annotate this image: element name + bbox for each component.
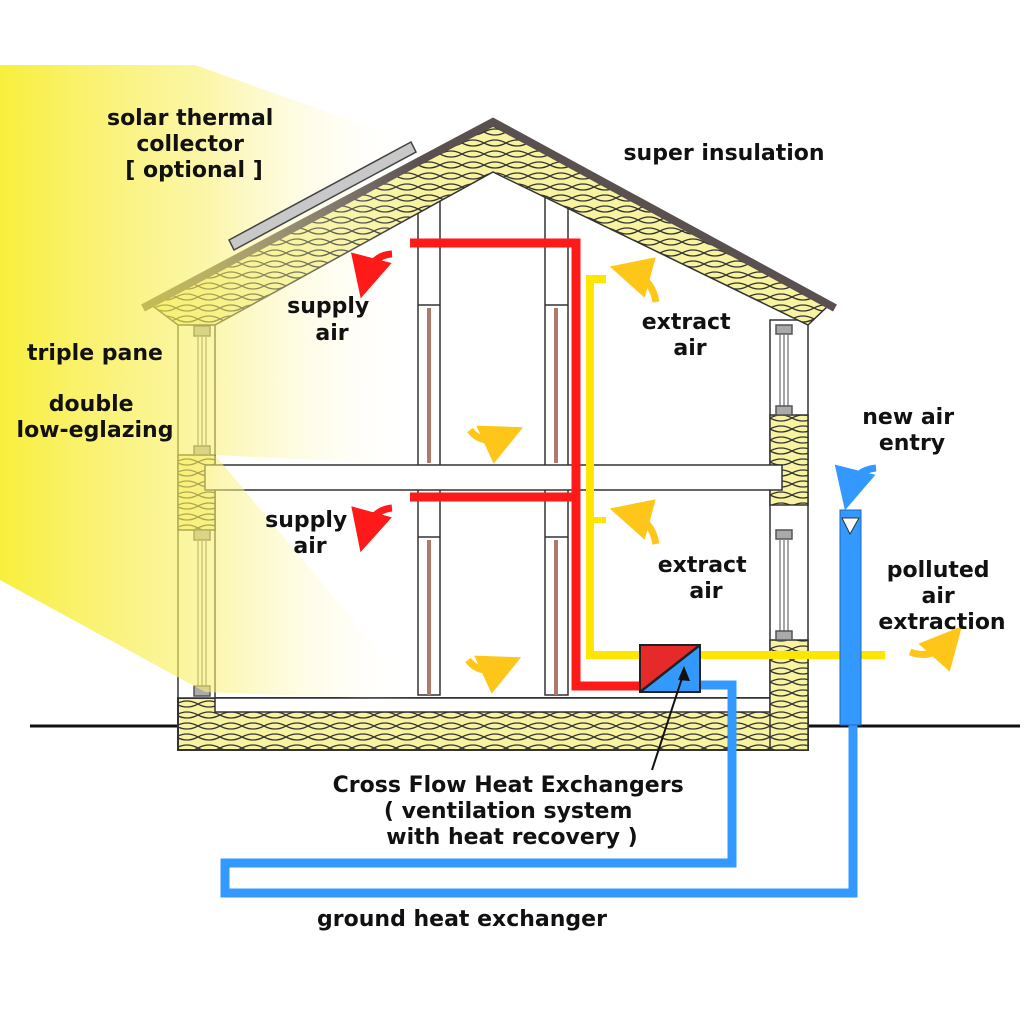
new-air-entry-label: new air entry <box>862 405 961 456</box>
extract-air-lower-label: extract air <box>658 553 755 604</box>
upper-floor-slab <box>204 464 783 491</box>
ground-heat-exchanger-label: ground heat exchanger <box>317 907 607 932</box>
super-insulation-label: super insulation <box>623 141 824 166</box>
supply-air-arrow-icon <box>351 504 393 553</box>
heat-exchanger-label: Cross Flow Heat Exchangers ( ventilation… <box>333 773 692 850</box>
cross-flow-heat-exchanger <box>639 644 701 693</box>
exhaust-arrow-icon <box>908 626 962 672</box>
triple-pane-label: triple pane <box>27 341 163 366</box>
supply-air-lower-label: supply air <box>265 508 355 559</box>
double-glazing-label: double low-eglazing <box>17 392 174 443</box>
intake-cap-icon <box>841 517 860 536</box>
supply-air-arrow-icon <box>350 250 393 299</box>
supply-air-upper-label: supply air <box>287 294 377 346</box>
ground-heat-exchanger-pipe <box>220 680 858 898</box>
exchanger-pointer-head <box>678 666 690 681</box>
solar-collector-label: solar thermal collector [ optional ] <box>107 106 281 183</box>
solar-thermal-collector <box>228 140 417 252</box>
fresh-air-intake-column <box>839 509 862 726</box>
sunlight-beam <box>0 65 420 700</box>
ground-slab <box>214 697 771 713</box>
polluted-air-label: polluted air extraction <box>878 558 1005 635</box>
extract-air-arrow-icon <box>609 257 660 303</box>
extract-air-upper-label: extract air <box>642 310 739 361</box>
new-air-arrow-icon <box>834 464 877 511</box>
extract-air-arrow-icon <box>609 499 660 545</box>
room-air-arrow-icon <box>467 425 524 464</box>
exchanger-pointer <box>651 671 685 771</box>
room-air-arrow-icon <box>465 655 522 694</box>
supply-air-duct <box>410 238 640 691</box>
extract-air-duct <box>586 275 885 659</box>
interior-walls <box>417 194 569 696</box>
right-wall <box>769 319 809 751</box>
